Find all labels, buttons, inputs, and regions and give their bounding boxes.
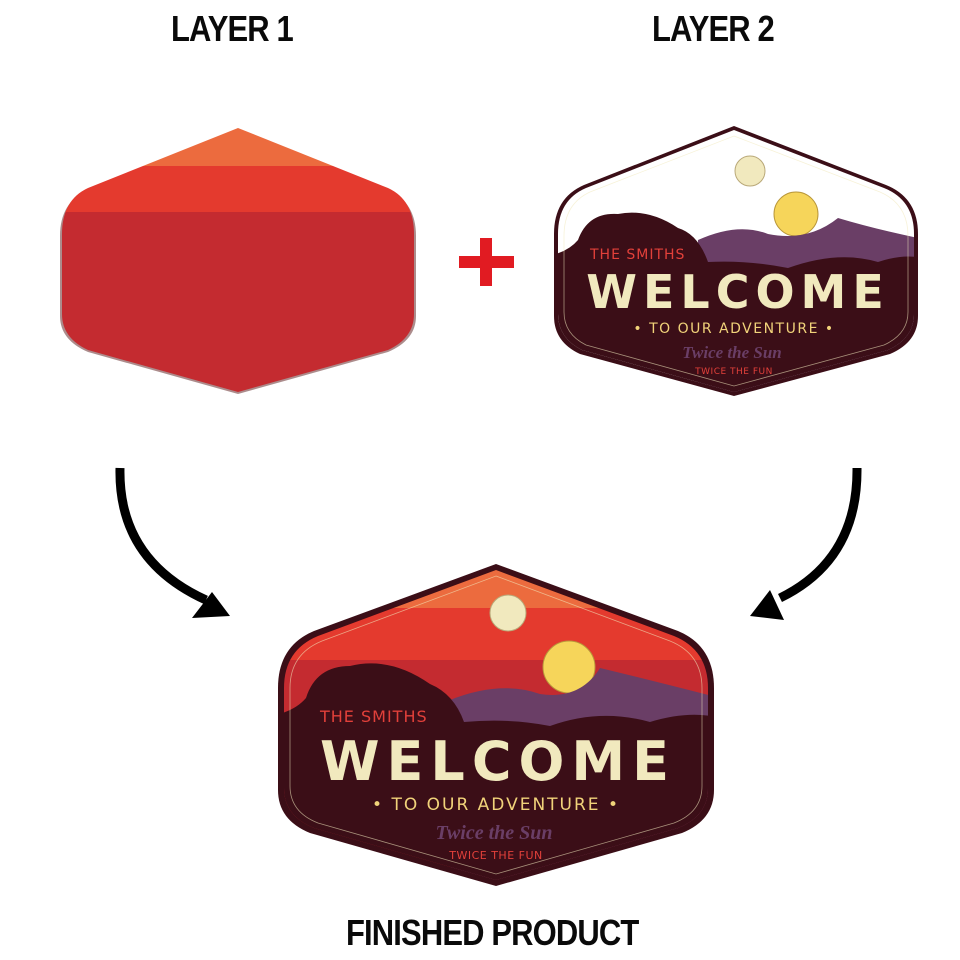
sign-tagline: TWICE THE FUN xyxy=(694,367,773,377)
finished-headline: WELCOME xyxy=(320,730,676,793)
finished-script: Twice the Sun xyxy=(435,822,552,844)
layer-1-title: LAYER 1 xyxy=(171,8,294,49)
layer-2-title: LAYER 2 xyxy=(652,8,775,49)
sign-family-name: THE SMITHS xyxy=(589,247,685,263)
layer-2-sign-cutout: THE SMITHS WELCOME • TO OUR ADVENTURE • … xyxy=(554,126,918,396)
finished-sign: THE SMITHS WELCOME • TO OUR ADVENTURE • … xyxy=(278,564,714,886)
finished-tagline: TWICE THE FUN xyxy=(448,849,543,862)
sign-headline: WELCOME xyxy=(586,265,890,319)
sign-subline: • TO OUR ADVENTURE • xyxy=(633,321,834,337)
arrow-left-down-icon xyxy=(115,467,230,618)
finished-family-name: THE SMITHS xyxy=(319,707,428,726)
arrow-right-down-icon xyxy=(750,467,862,620)
finished-product-title: FINISHED PRODUCT xyxy=(346,912,639,953)
plus-icon xyxy=(459,238,514,286)
layer-1-backing-panel xyxy=(60,128,416,394)
finished-subline: • TO OUR ADVENTURE • xyxy=(372,795,620,815)
sign-script: Twice the Sun xyxy=(682,343,782,362)
